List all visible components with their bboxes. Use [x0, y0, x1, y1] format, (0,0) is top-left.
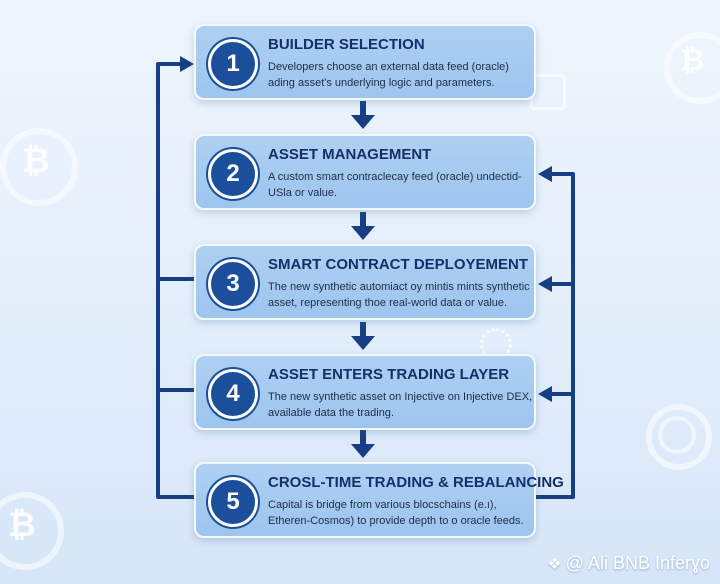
step-description: A custom smart contraclecay feed (oracle… [268, 169, 534, 201]
step-description: Developers choose an external data feed … [268, 59, 534, 91]
left-feedback-line [158, 64, 194, 497]
watermark-text: @ Ali BNB Inferɣo [566, 553, 710, 574]
step-number-badge: 4 [208, 369, 258, 419]
right-arrow-head-icon [538, 166, 552, 182]
right-arrow-head-icon [538, 276, 552, 292]
step-description: The new synthetic automiact oy mintis mi… [268, 279, 534, 311]
step-asset-enters-trading-layer: 4 ASSET ENTERS TRADING LAYER The new syn… [194, 354, 536, 430]
down-arrow-icon [351, 322, 375, 352]
step-cross-time-trading: 5 CROSL-TIME TRADING & REBALANCING Capit… [194, 462, 536, 538]
step-description: Capital is bridge from various blocschai… [268, 497, 534, 529]
step-title: ASSET ENTERS TRADING LAYER [268, 366, 509, 383]
down-arrow-icon [351, 101, 375, 131]
step-asset-management: 2 ASSET MANAGEMENT A custom smart contra… [194, 134, 536, 210]
watermark: ❖ @ Ali BNB Inferɣo [547, 553, 710, 574]
step-title: ASSET MANAGEMENT [268, 146, 431, 163]
step-smart-contract-deployment: 3 SMART CONTRACT DEPLOYEMENT The new syn… [194, 244, 536, 320]
step-number-badge: 5 [208, 477, 258, 527]
step-number-badge: 3 [208, 259, 258, 309]
step-number-badge: 1 [208, 39, 258, 89]
right-feedback-line [536, 174, 573, 497]
step-builder-selection: 1 BUILDER SELECTION Developers choose an… [194, 24, 536, 100]
step-title: CROSL-TIME TRADING & REBALANCING [268, 474, 564, 491]
step-number-badge: 2 [208, 149, 258, 199]
left-arrow-head-icon [180, 56, 194, 72]
right-arrow-head-icon [538, 386, 552, 402]
down-arrow-icon [351, 212, 375, 242]
step-description: The new synthetic asset on Injective on … [268, 389, 534, 421]
down-arrow-icon [351, 430, 375, 460]
step-title: SMART CONTRACT DEPLOYEMENT [268, 256, 528, 273]
step-title: BUILDER SELECTION [268, 36, 425, 53]
diamond-logo-icon: ❖ [547, 554, 561, 574]
